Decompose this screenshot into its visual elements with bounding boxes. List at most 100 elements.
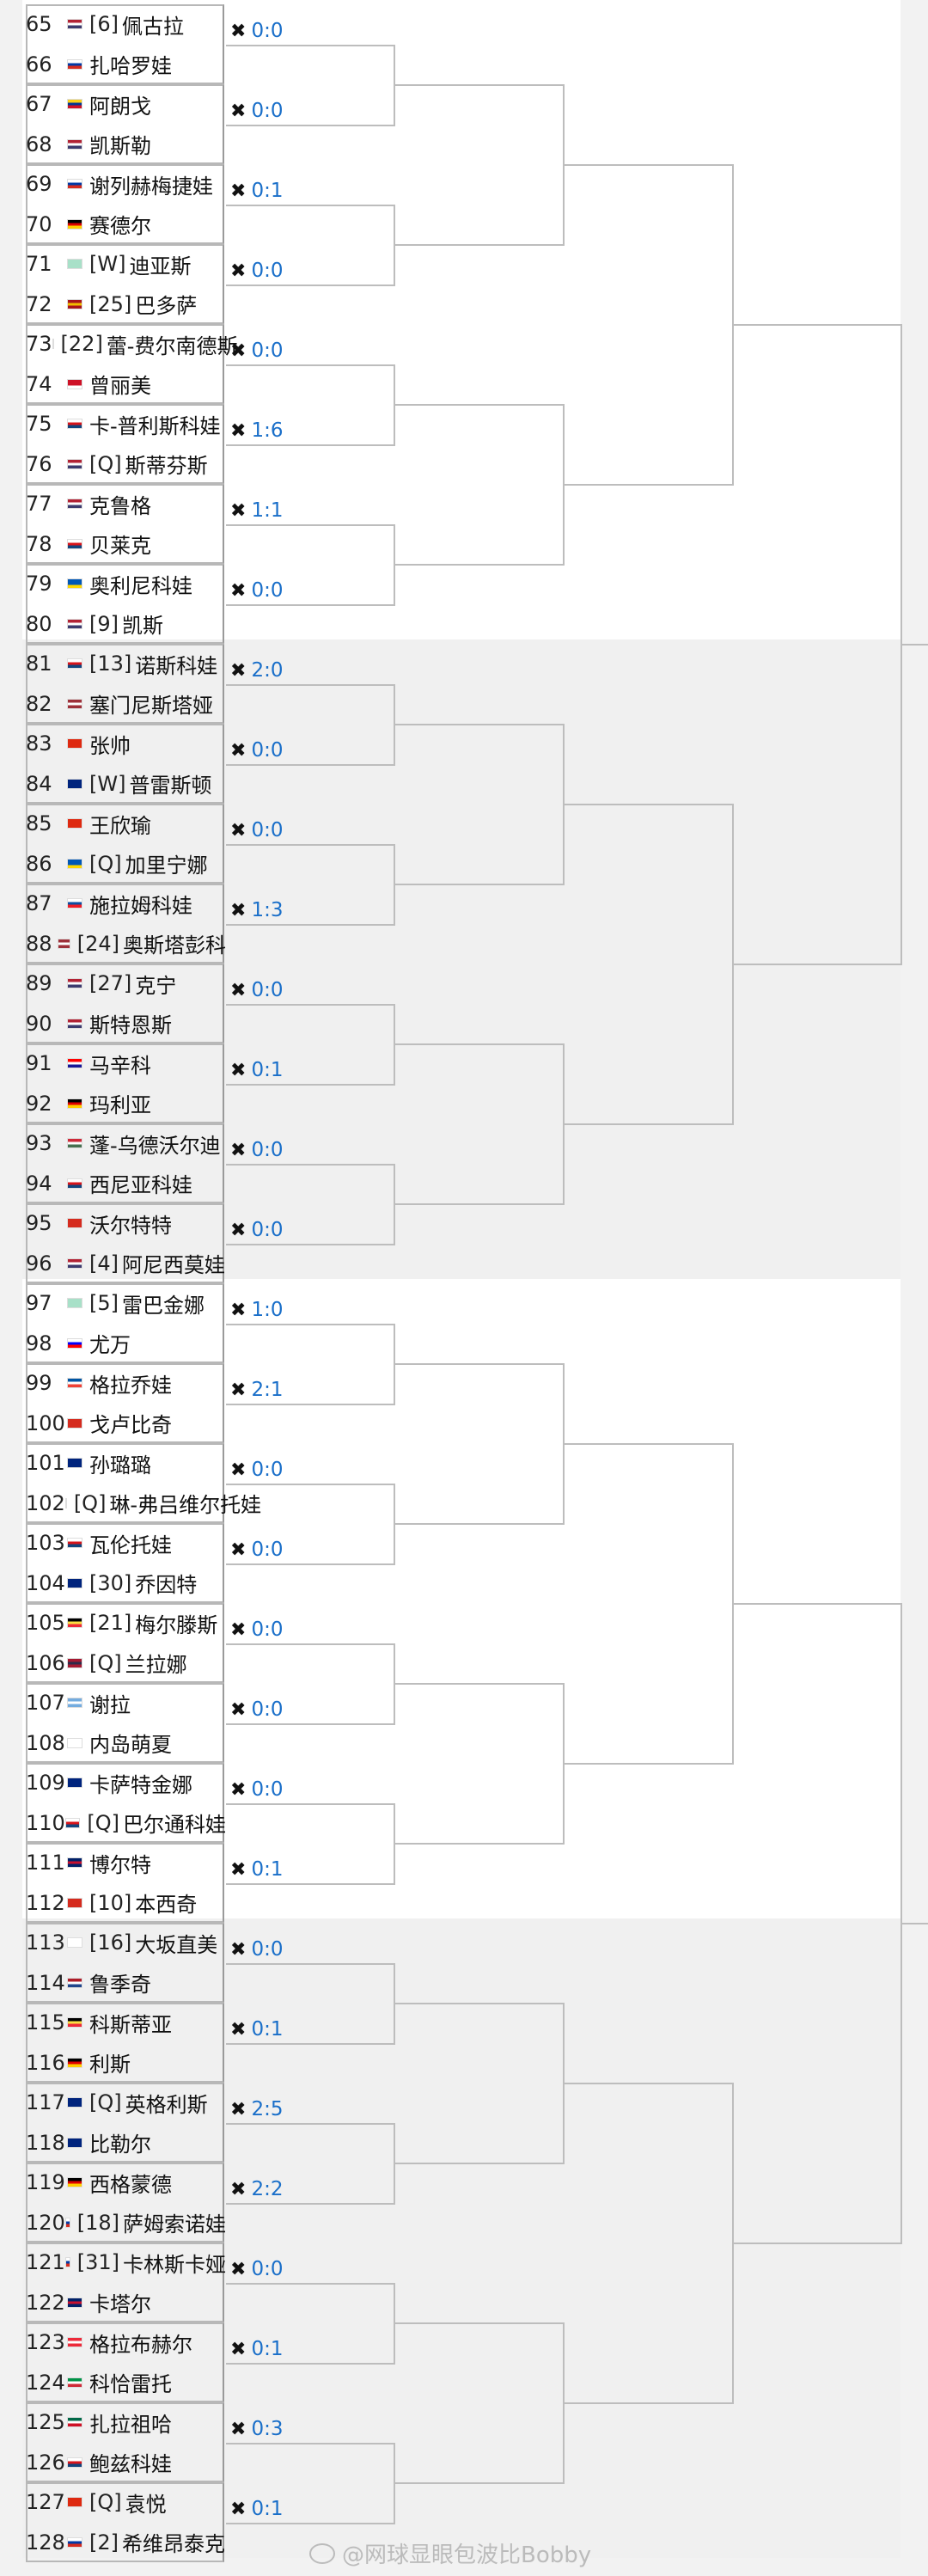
match-box[interactable]	[26, 1443, 224, 1523]
match-box[interactable]	[26, 2402, 224, 2482]
match-box[interactable]	[26, 564, 224, 644]
match-box[interactable]	[26, 644, 224, 724]
player-row[interactable]: 73[22]蕾-费尔南德斯	[26, 324, 237, 364]
player-row[interactable]: 65[6]佩古拉	[26, 4, 226, 44]
player-row[interactable]: 117[Q]英格利斯	[26, 2083, 226, 2122]
match-box[interactable]	[26, 164, 224, 244]
match-box[interactable]	[26, 804, 224, 884]
player-row[interactable]: 105[21]梅尔滕斯	[26, 1603, 226, 1643]
player-row[interactable]: 120[18]萨姆索诺娃	[26, 2203, 226, 2243]
h2h-score[interactable]: ✖1:1	[230, 498, 283, 523]
match-box[interactable]	[26, 2003, 224, 2083]
h2h-score[interactable]: ✖1:6	[230, 418, 283, 444]
player-row[interactable]: 88[24]奥斯塔彭科	[26, 924, 226, 964]
h2h-score[interactable]: ✖0:0	[230, 1217, 283, 1243]
h2h-score[interactable]: ✖0:0	[230, 737, 283, 763]
match-box[interactable]	[26, 1043, 224, 1123]
h2h-score[interactable]: ✖0:1	[230, 2496, 283, 2522]
player-row[interactable]: 127[Q]袁悦	[26, 2482, 226, 2522]
h2h-score[interactable]: ✖2:5	[230, 2096, 283, 2122]
match-box[interactable]	[26, 964, 224, 1043]
h2h-score[interactable]: ✖2:1	[230, 1377, 283, 1403]
match-box[interactable]	[26, 244, 224, 324]
match-box[interactable]	[26, 1603, 224, 1683]
match-box[interactable]	[26, 1203, 224, 1283]
player-row[interactable]: 113[16]大坂直美	[26, 1923, 226, 1962]
h2h-score[interactable]: ✖0:0	[230, 1617, 283, 1643]
player-row[interactable]: 121[31]卡林斯卡娅	[26, 2243, 226, 2282]
player-row[interactable]: 96[4]阿尼西莫娃	[26, 1244, 226, 1283]
player-row[interactable]: 89[27]克宁	[26, 964, 226, 1003]
player-row[interactable]: 81[13]诺斯科娃	[26, 644, 226, 683]
player-row[interactable]: 102[Q]琳-弗吕维尔托娃	[26, 1484, 261, 1523]
h2h-score[interactable]: ✖0:0	[230, 338, 283, 364]
player-row[interactable]: 80[9]凯斯	[26, 604, 226, 644]
h2h-score[interactable]: ✖0:0	[230, 1697, 283, 1722]
h2h-score[interactable]: ✖0:0	[230, 578, 283, 603]
h2h-score[interactable]: ✖0:0	[230, 1937, 283, 1962]
match-box[interactable]	[26, 324, 224, 404]
h2h-score[interactable]: ✖0:0	[230, 1457, 283, 1483]
player-row[interactable]: 86[Q]加里宁娜	[26, 844, 226, 884]
h2h-score[interactable]: ✖0:0	[230, 98, 283, 124]
h2h-score[interactable]: ✖0:3	[230, 2416, 283, 2442]
match-box[interactable]	[26, 4, 224, 84]
match-box[interactable]	[26, 1763, 224, 1843]
match-box[interactable]	[26, 84, 224, 164]
h2h-score[interactable]: ✖0:0	[230, 817, 283, 843]
player-row[interactable]: 106[Q]兰拉娜	[26, 1643, 226, 1683]
player-row[interactable]: 76[Q]斯蒂芬斯	[26, 444, 226, 484]
match-box[interactable]	[26, 1923, 224, 2003]
player-row[interactable]: 112[10]本西奇	[26, 1883, 226, 1923]
h2h-score[interactable]: ✖1:3	[230, 897, 283, 923]
match-box[interactable]	[26, 1523, 224, 1603]
match-box[interactable]	[26, 2083, 224, 2163]
match-box[interactable]	[26, 484, 224, 564]
match-box[interactable]	[26, 2243, 224, 2322]
h2h-score[interactable]: ✖0:1	[230, 2016, 283, 2042]
h2h-score[interactable]: ✖2:2	[230, 2176, 283, 2202]
match-box[interactable]	[26, 1283, 224, 1363]
match-box[interactable]	[26, 2163, 224, 2243]
player-row[interactable]: 128[2]希维昂泰克	[26, 2523, 226, 2562]
match-box[interactable]	[26, 724, 224, 804]
player-row[interactable]: 110[Q]巴尔通科娃	[26, 1803, 226, 1843]
h2h-score[interactable]: ✖0:1	[230, 1857, 283, 1882]
h2h-score[interactable]: ✖0:1	[230, 2336, 283, 2362]
match-box[interactable]	[26, 1843, 224, 1923]
match-box[interactable]	[26, 1363, 224, 1443]
match-box[interactable]	[26, 404, 224, 484]
h2h-score[interactable]: ✖2:0	[230, 658, 283, 683]
